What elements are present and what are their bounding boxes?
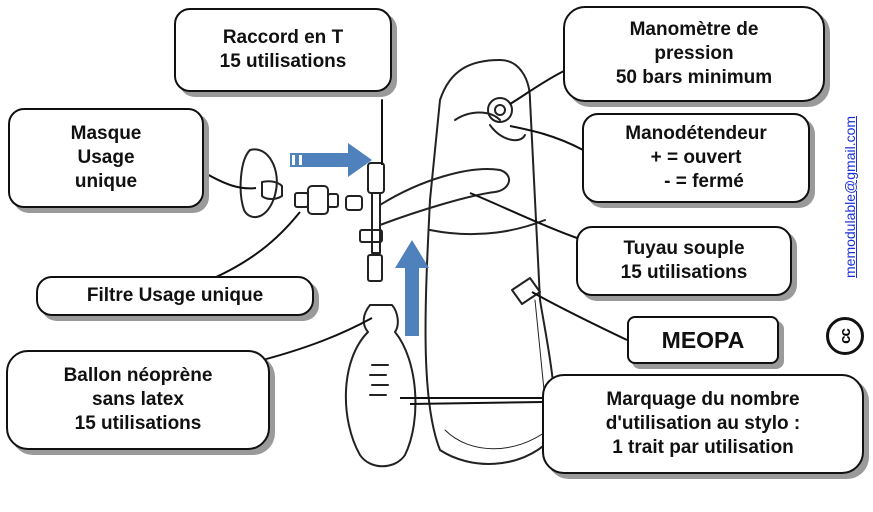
ballon-line-1: Ballon néoprène: [63, 365, 213, 386]
t-connector-icon: [367, 162, 385, 194]
tuyau-line-2: 15 utilisations: [620, 262, 748, 283]
marquage-callout: Marquage du nombre d'utilisation au styl…: [542, 374, 864, 474]
manometre-line-1: Manomètre de: [629, 19, 759, 40]
filter-icon: [307, 185, 329, 215]
usage-tally-marks: [369, 364, 389, 396]
horizontal-flow-arrow-icon: [290, 143, 372, 177]
marquage-line-1: Marquage du nombre: [606, 389, 800, 410]
filtre-line-1: Filtre Usage unique: [86, 285, 264, 306]
masque-callout: Masque Usage unique: [8, 108, 204, 208]
meopa-label: MEOPA: [661, 327, 745, 353]
ballon-line-2: sans latex: [92, 389, 184, 410]
tuyau-callout: Tuyau souple 15 utilisations: [576, 226, 792, 296]
raccord-line-1: Raccord en T: [222, 27, 344, 48]
vertical-flow-arrow-icon: [395, 240, 429, 336]
cc-badge-text: cc: [836, 328, 854, 344]
masque-line-3: unique: [74, 171, 138, 192]
ballon-callout: Ballon néoprène sans latex 15 utilisatio…: [6, 350, 270, 450]
manodetendeur-line-1: Manodétendeur: [625, 123, 767, 144]
marquage-line-3: 1 trait par utilisation: [612, 437, 794, 458]
manometre-callout: Manomètre de pression 50 bars minimum: [563, 6, 825, 102]
flexible-hose: [379, 168, 510, 226]
masque-line-2: Usage: [77, 147, 135, 168]
tuyau-line-1: Tuyau souple: [623, 238, 745, 259]
meopa-tag-icon: [511, 277, 541, 305]
pressure-gauge-icon: [487, 97, 513, 123]
manodetendeur-line-3: - = fermé: [664, 171, 744, 192]
meopa-callout: MEOPA: [627, 316, 779, 364]
raccord-line-2: 15 utilisations: [219, 51, 347, 72]
cylinder-detail: [454, 111, 501, 121]
mask-icon: [239, 148, 278, 219]
cylinder-strap: [429, 219, 546, 236]
marquage-line-2: d'utilisation au stylo :: [605, 413, 801, 434]
filtre-callout: Filtre Usage unique: [36, 276, 314, 316]
flow-arrows: [290, 143, 429, 336]
ballon-line-3: 15 utilisations: [74, 413, 202, 434]
breathing-bag-icon: [344, 304, 417, 468]
masque-line-1: Masque: [70, 123, 142, 144]
raccord-callout: Raccord en T 15 utilisations: [174, 8, 392, 92]
creative-commons-icon: cc: [826, 317, 864, 355]
contact-email-link[interactable]: memodulable@gmail.com: [842, 115, 858, 278]
manodetendeur-line-2: + = ouvert: [650, 147, 742, 168]
manometre-line-3: 50 bars minimum: [615, 67, 773, 88]
callout-leaders: [199, 69, 628, 405]
regulator-icon: [489, 124, 526, 142]
manodetendeur-callout: Manodétendeur + = ouvert - = fermé: [582, 113, 810, 203]
manometre-line-2: pression: [654, 43, 734, 64]
